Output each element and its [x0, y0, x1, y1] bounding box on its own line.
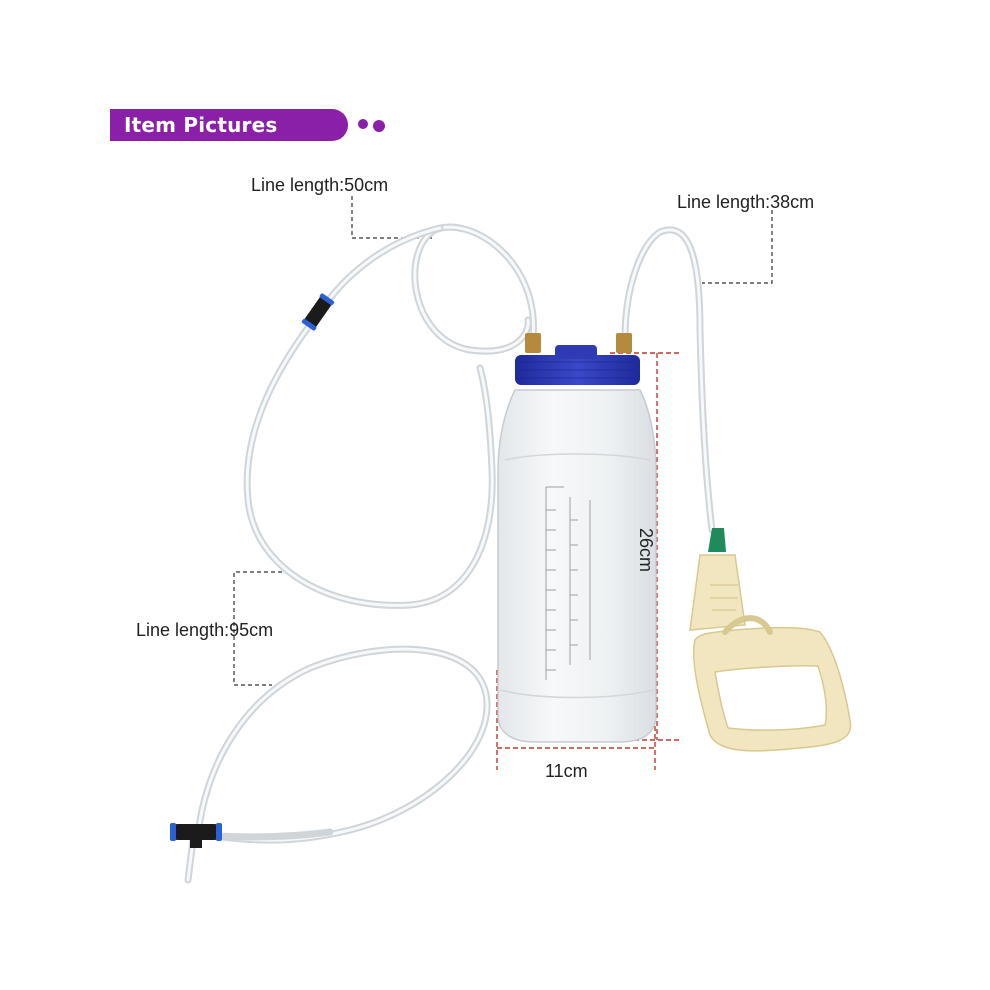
tube-connector-upper: [301, 293, 335, 331]
brass-fitting: [525, 333, 541, 353]
label-bottle-width: 11cm: [545, 761, 588, 781]
brass-fitting: [616, 333, 632, 353]
graduation-scale: [545, 486, 591, 680]
label-bottle-height: 26cm: [636, 528, 656, 573]
leader-lines: [233, 196, 773, 686]
tube-upper-loop: [243, 224, 496, 609]
leader-95cm: [233, 571, 282, 686]
leader-38cm: [702, 210, 773, 284]
banner-title: Item Pictures: [124, 113, 278, 137]
item-pictures-banner: Item Pictures: [110, 109, 348, 141]
tube-lower-loop: [194, 645, 491, 844]
tube-short-loop: [411, 223, 537, 355]
label-tube-pump: Line length:38cm: [677, 192, 815, 212]
banner-dot: [358, 119, 368, 129]
pump-handle: [692, 626, 852, 752]
hand-pump: [689, 528, 852, 752]
collection-bottle: [497, 333, 657, 743]
label-tube-short: Line length:50cm: [251, 175, 389, 195]
leader-50cm: [351, 196, 432, 239]
banner-dot: [373, 120, 385, 132]
label-tube-long: Line length:95cm: [136, 620, 274, 640]
tube-connector-lower: [170, 823, 222, 848]
